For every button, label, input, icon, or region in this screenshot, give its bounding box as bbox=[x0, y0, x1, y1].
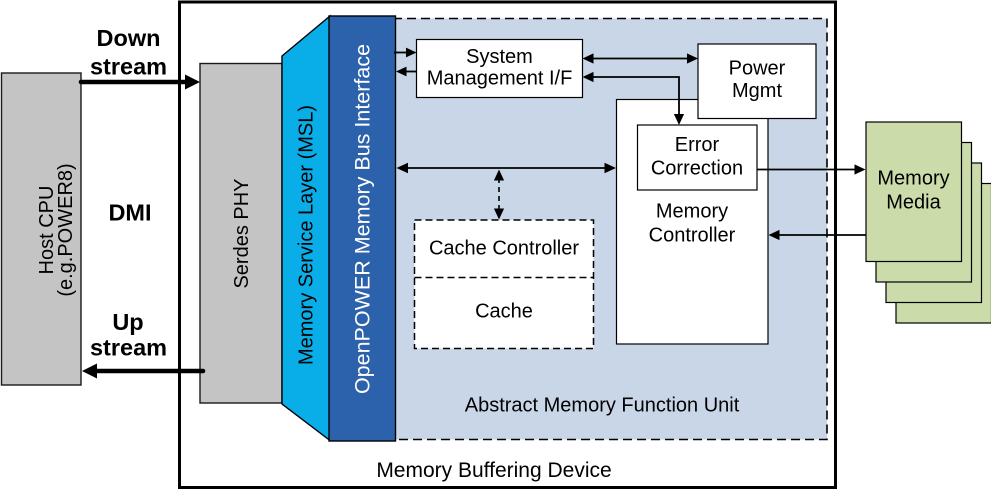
serdes-phy-node: Serdes PHY bbox=[199, 62, 283, 404]
ec-to-media-arrow bbox=[757, 164, 866, 175]
system-management-label-line2: Management I/F bbox=[427, 68, 573, 90]
openpower-bus-interface-label: OpenPOWER Memory Bus Interface bbox=[351, 44, 375, 394]
cache-dashed-arrow bbox=[493, 169, 505, 220]
serdes-phy-label: Serdes PHY bbox=[231, 178, 253, 288]
cache-label: Cache bbox=[475, 301, 533, 323]
cache-controller-label: Cache Controller bbox=[429, 238, 579, 260]
host-cpu-label-line2: (e.g.POWER8) bbox=[55, 163, 77, 296]
memory-buffering-device-label: Memory Buffering Device bbox=[376, 459, 611, 482]
error-correction-label-line1: Error bbox=[675, 134, 720, 156]
host-cpu-node: Host CPU (e.g.POWER8) bbox=[0, 72, 82, 386]
memory-media-label-line2: Media bbox=[886, 192, 941, 214]
system-management-box bbox=[415, 38, 584, 99]
downstream-arrow bbox=[78, 74, 200, 90]
upstream-label-line2: stream bbox=[90, 335, 167, 361]
system-management-label-line1: System bbox=[466, 46, 533, 68]
bus-double-arrow bbox=[396, 162, 616, 174]
memory-media-node: Memory Media bbox=[865, 121, 991, 324]
downstream-label: Down stream bbox=[90, 25, 167, 80]
cache-block-box bbox=[413, 219, 595, 350]
host-cpu-label-line1: Host CPU bbox=[36, 186, 58, 275]
power-mgmt-label-line1: Power bbox=[729, 58, 786, 80]
upstream-label-line1: Up bbox=[112, 309, 143, 335]
upstream-arrow bbox=[82, 363, 206, 379]
downstream-label-line1: Down bbox=[97, 25, 161, 51]
interface-smif-arrows bbox=[394, 47, 417, 77]
abstract-memory-function-unit-label: Abstract Memory Function Unit bbox=[465, 395, 740, 417]
host-cpu-box bbox=[0, 72, 82, 386]
cache-block: Cache Controller Cache bbox=[413, 219, 595, 350]
openpower-bus-interface-box bbox=[328, 15, 397, 442]
error-correction-box bbox=[636, 124, 758, 191]
error-correction-node: Error Correction bbox=[636, 124, 758, 191]
memory-controller-label-line2: Controller bbox=[649, 225, 736, 247]
error-correction-label-line2: Correction bbox=[651, 158, 743, 180]
downstream-label-line2: stream bbox=[90, 54, 167, 80]
power-mgmt-node: Power Mgmt bbox=[697, 43, 817, 120]
memory-media-label-line1: Memory bbox=[877, 168, 949, 190]
smif-powermgmt-arrow bbox=[582, 53, 698, 64]
memory-controller-label-line1: Memory bbox=[656, 201, 728, 223]
power-mgmt-label-line2: Mgmt bbox=[732, 80, 782, 102]
upstream-label: Up stream bbox=[90, 309, 167, 361]
dmi-label: DMI bbox=[108, 200, 151, 226]
power-mgmt-box bbox=[697, 43, 817, 120]
memory-media-front bbox=[865, 121, 963, 263]
media-to-mc-arrow bbox=[768, 229, 866, 241]
system-management-node: System Management I/F bbox=[415, 38, 584, 99]
memory-service-layer-node: Memory Service Layer (MSL) bbox=[281, 14, 331, 442]
openpower-bus-interface-node: OpenPOWER Memory Bus Interface bbox=[328, 15, 397, 442]
memory-service-layer-label: Memory Service Layer (MSL) bbox=[296, 105, 318, 365]
smif-errorcorrection-connector bbox=[582, 71, 685, 125]
